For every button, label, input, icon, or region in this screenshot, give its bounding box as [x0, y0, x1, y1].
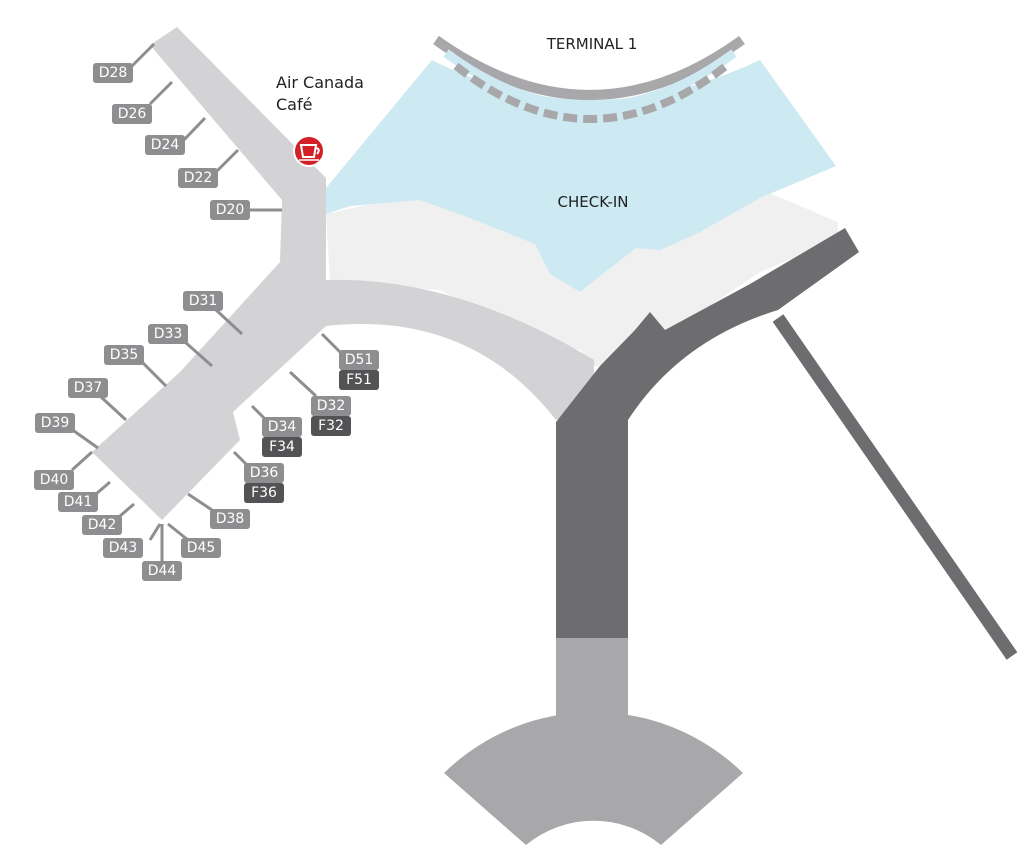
concourse-light [92, 27, 594, 520]
svg-text:F32: F32 [318, 418, 344, 434]
svg-text:D42: D42 [88, 517, 117, 533]
gate-d34[interactable]: D34 [262, 417, 302, 437]
gate-d28[interactable]: D28 [93, 63, 133, 83]
gate-d22[interactable]: D22 [178, 168, 218, 188]
checkin-area [326, 60, 836, 292]
terminal-label: TERMINAL 1 [546, 35, 638, 53]
svg-text:D28: D28 [99, 65, 128, 81]
svg-text:D26: D26 [118, 106, 147, 122]
terminal-arc-light [443, 49, 737, 111]
svg-text:D31: D31 [189, 293, 218, 309]
gate-f34[interactable]: F34 [262, 437, 302, 457]
gate-d38[interactable]: D38 [210, 509, 250, 529]
gate-f32[interactable]: F32 [311, 416, 351, 436]
gate-labels: D28 D26 D24 D22 D20 D31 D33 D35 D37 D39 … [34, 63, 379, 581]
svg-text:D43: D43 [109, 540, 138, 556]
pier-dark [556, 228, 859, 638]
gate-d44[interactable]: D44 [142, 561, 182, 581]
svg-text:D51: D51 [345, 352, 374, 368]
svg-text:D34: D34 [268, 419, 297, 435]
gate-f36[interactable]: F36 [244, 483, 284, 503]
gate-f51[interactable]: F51 [339, 370, 379, 390]
gate-d31[interactable]: D31 [183, 291, 223, 311]
walkway-east [772, 314, 1018, 660]
gate-d20[interactable]: D20 [210, 200, 250, 220]
gate-d41[interactable]: D41 [58, 492, 98, 512]
svg-text:F36: F36 [251, 485, 277, 501]
gate-d35[interactable]: D35 [104, 345, 144, 365]
svg-text:D20: D20 [216, 202, 245, 218]
gate-d26[interactable]: D26 [112, 104, 152, 124]
svg-text:D40: D40 [40, 472, 69, 488]
poi-name-line2: Café [276, 95, 312, 114]
svg-text:D35: D35 [110, 347, 139, 363]
svg-text:D33: D33 [154, 326, 183, 342]
gate-d45[interactable]: D45 [181, 538, 221, 558]
svg-text:F34: F34 [269, 439, 295, 455]
svg-text:D36: D36 [250, 465, 279, 481]
gate-d43[interactable]: D43 [103, 538, 143, 558]
gate-d32[interactable]: D32 [311, 396, 351, 416]
poi-name-line1: Air Canada [276, 73, 364, 92]
svg-text:D41: D41 [64, 494, 93, 510]
svg-text:D44: D44 [148, 563, 177, 579]
gate-d24[interactable]: D24 [145, 135, 185, 155]
svg-text:D22: D22 [184, 170, 213, 186]
svg-text:D38: D38 [216, 511, 245, 527]
gate-d33[interactable]: D33 [148, 324, 188, 344]
checkin-label: CHECK-IN [557, 193, 628, 211]
svg-text:D37: D37 [74, 380, 103, 396]
terminal-arc-inner [453, 62, 729, 123]
gate-d42[interactable]: D42 [82, 515, 122, 535]
svg-text:F51: F51 [346, 372, 372, 388]
svg-text:D45: D45 [187, 540, 216, 556]
gate-d51[interactable]: D51 [339, 350, 379, 370]
gate-d39[interactable]: D39 [35, 413, 75, 433]
pier-south-fan [444, 712, 743, 845]
svg-text:D32: D32 [317, 398, 346, 414]
svg-text:D24: D24 [151, 137, 180, 153]
gate-d36[interactable]: D36 [244, 463, 284, 483]
gate-d37[interactable]: D37 [68, 378, 108, 398]
svg-text:D39: D39 [41, 415, 70, 431]
terminal-arc-outer [433, 35, 745, 100]
air-canada-cafe-icon[interactable] [293, 135, 325, 167]
gate-d40[interactable]: D40 [34, 470, 74, 490]
gate-connectors [70, 42, 346, 562]
